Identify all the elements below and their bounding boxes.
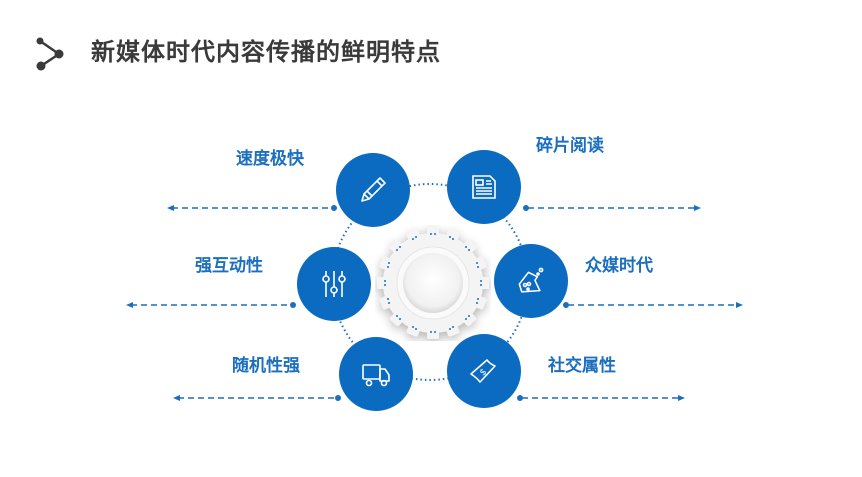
feature-label-social: 社交属性 (548, 356, 616, 376)
feature-node-fragment[interactable] (447, 150, 521, 224)
feature-node-speed[interactable] (336, 153, 410, 227)
feature-label-random: 随机性强 (232, 356, 300, 376)
feature-label-fragment: 碎片阅读 (536, 136, 604, 156)
document-icon (472, 175, 496, 199)
page-title: 新媒体时代内容传播的鲜明特点 (91, 38, 441, 66)
feature-node-social[interactable]: $ (447, 334, 521, 408)
sliders-icon (322, 271, 346, 297)
flask-icon (518, 267, 544, 293)
truck-icon (362, 364, 390, 387)
feature-label-media: 众媒时代 (585, 256, 653, 276)
feature-label-speed: 速度极快 (236, 149, 304, 169)
feature-node-random[interactable] (339, 337, 413, 411)
pencil-icon (361, 177, 386, 202)
svg-text:$: $ (478, 367, 489, 378)
money-icon: $ (470, 359, 496, 383)
feature-node-media[interactable] (494, 244, 568, 318)
share-icon (36, 37, 64, 71)
feature-node-interactive[interactable] (297, 247, 371, 321)
feature-label-interactive: 强互动性 (195, 256, 263, 276)
gear-icon (377, 227, 489, 339)
